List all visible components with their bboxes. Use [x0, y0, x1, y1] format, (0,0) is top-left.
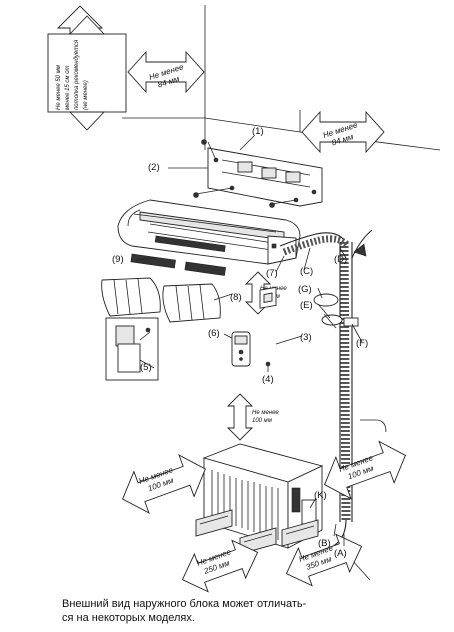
callout-3: (3)	[300, 332, 312, 343]
clearance-top-left-text-1: Не менее 50 мм	[56, 65, 62, 110]
callout-1: (1)	[252, 126, 264, 137]
callout-A: (A)	[334, 548, 347, 559]
clearance-arrow-top-left: Не менее 50 мм менее 15 см от потолка ре…	[47, 5, 127, 131]
remote-holder-inset	[105, 317, 159, 381]
footer-line-1: Внешний вид наружного блока может отлича…	[62, 598, 307, 610]
screws	[168, 139, 297, 208]
remote-control	[231, 331, 251, 367]
mounting-plate	[207, 147, 323, 207]
remote-bracket	[259, 286, 277, 367]
clearance-arrow-top-right: Не менее 84 мм	[301, 110, 385, 154]
indoor-unit	[117, 199, 301, 265]
clearance-arrow-top-mid: Не менее 84 мм	[127, 50, 205, 94]
callout-labels: (1) (2) (3) (4) (5) (6) (7) (8) (9) (A) …	[112, 126, 368, 559]
callout-2: (2)	[148, 162, 160, 173]
footer-note: Внешний вид наружного блока может отлича…	[62, 597, 442, 625]
callout-7: (7)	[266, 268, 278, 279]
filter-panels	[101, 253, 226, 323]
callout-6: (6)	[208, 328, 220, 339]
clearance-top-left-text-4: (не менее)	[83, 80, 89, 110]
clearance-arrow-outdoor-left: Не менее 100 мм	[122, 454, 206, 514]
callout-F: (F)	[356, 338, 368, 349]
callout-B: (B)	[318, 538, 331, 549]
base-blocks	[195, 509, 319, 555]
callout-5: (5)	[140, 362, 152, 373]
callout-K: (K)	[314, 490, 327, 501]
callout-G: (G)	[298, 284, 312, 295]
footer-line-2: ся на некоторых моделях.	[62, 612, 195, 624]
callout-8: (8)	[230, 292, 242, 303]
clearance-arrow-outdoor-right: Не менее 100 мм	[324, 440, 406, 500]
clearance-arrow-outdoor-top: Не менее 100 мм	[226, 393, 279, 441]
fittings	[313, 293, 359, 329]
clearance-arrow-outdoor-front: Не менее 250 мм Не менее 350 мм	[181, 533, 363, 593]
callout-E: (E)	[300, 300, 313, 311]
clearance-outdoor-top-text-1: Не менее	[252, 410, 279, 416]
clearance-top-left-text-2: менее 15 см от	[65, 65, 71, 110]
callout-9: (9)	[112, 254, 124, 265]
callout-D: (D)	[334, 254, 347, 265]
leader-lines	[135, 135, 363, 546]
callout-C: (C)	[300, 266, 313, 277]
clearance-outdoor-top-text-2: 100 мм	[252, 418, 272, 424]
callout-4: (4)	[262, 374, 274, 385]
clearance-top-left-text-3: потолка рекомендуется	[74, 39, 80, 110]
